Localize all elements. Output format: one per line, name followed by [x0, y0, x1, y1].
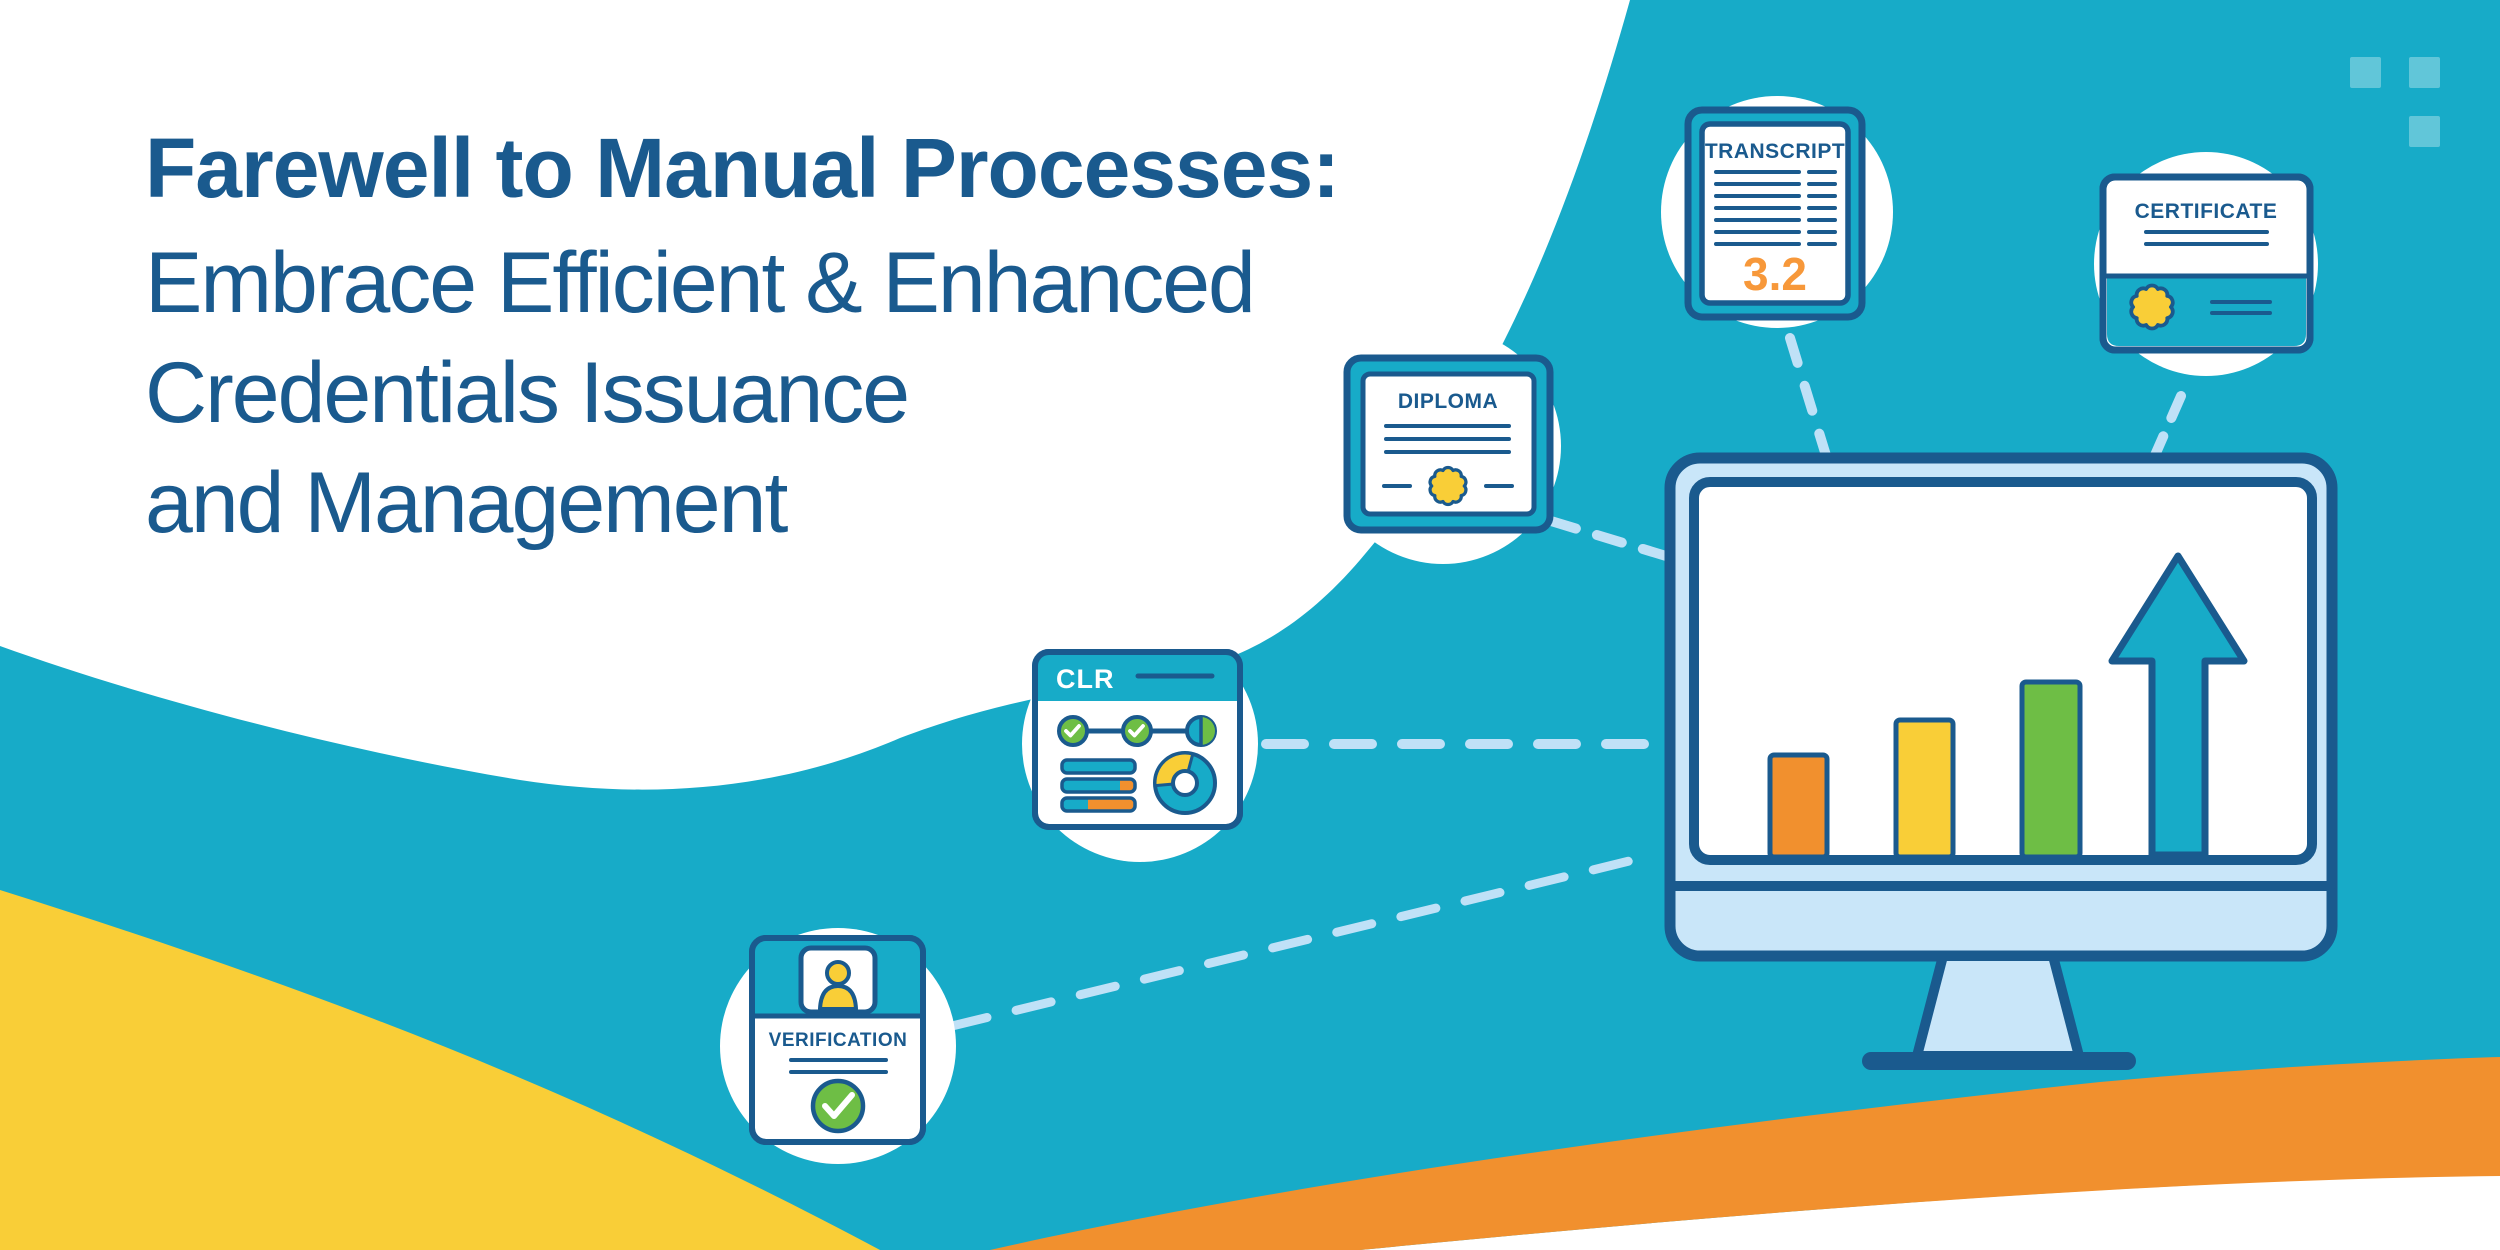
- background-white-corner: [1360, 1175, 2500, 1250]
- chart-bar-orange: [1767, 752, 1830, 860]
- verification-photo: [798, 945, 878, 1015]
- chart-bar-yellow: [1893, 717, 1956, 860]
- decor-square-icon: [2409, 116, 2440, 147]
- monitor-base: [1862, 1052, 2136, 1070]
- certificate-label: CERTIFICATE: [2135, 200, 2278, 223]
- headline-line1: Farewell to Manual Processes:: [145, 121, 1339, 215]
- transcript-gpa: 3.2: [1743, 248, 1807, 300]
- headline-line2: Embrace Efficient & Enhanced: [145, 235, 1254, 331]
- headline: Farewell to Manual Processes: Embrace Ef…: [145, 121, 1340, 551]
- monitor-stand: [1912, 951, 2084, 1061]
- verification-label: VERIFICATION: [769, 1030, 908, 1051]
- decor-square-icon: [2350, 57, 2381, 88]
- background-orange-wave: [990, 1057, 2500, 1250]
- headline-line3: Credentials Issuance: [145, 345, 908, 441]
- transcript-text-lines: [1714, 170, 1837, 246]
- clr-label: CLR: [1056, 664, 1115, 694]
- avatar: [825, 960, 851, 986]
- diploma-seal-icon: [1428, 465, 1468, 507]
- diploma-label: DIPLOMA: [1398, 390, 1498, 413]
- chart-bar-green: [2019, 679, 2083, 860]
- verified-check-icon: [810, 1078, 866, 1134]
- clr-timeline: [1057, 715, 1217, 747]
- clr-donut-chart: [1153, 751, 1217, 815]
- bar-chart: [1767, 552, 2248, 860]
- clr-progress-bars: [1060, 758, 1137, 813]
- background-yellow-wave: [0, 890, 880, 1250]
- transcript-icon: TRANSCRIPT 3.2: [1684, 106, 1866, 321]
- monitor: [1664, 452, 2338, 1070]
- connector-verification-monitor: [947, 851, 1655, 1031]
- decor-square-icon: [2409, 57, 2440, 88]
- transcript-label: TRANSCRIPT: [1705, 140, 1845, 163]
- clr-icon: CLR: [1032, 649, 1243, 830]
- verification-icon: VERIFICATION: [749, 935, 926, 1145]
- connector-certificate-monitor: [2147, 391, 2186, 467]
- certificate-seal-icon: [2129, 283, 2175, 331]
- headline-line4: and Management: [145, 455, 788, 551]
- background-white-blob: [0, 0, 1630, 790]
- decor-squares: [2350, 57, 2440, 147]
- certificate-icon: CERTIFICATE: [2099, 173, 2314, 354]
- connector-diploma-monitor: [1546, 516, 1671, 561]
- growth-arrow-icon: [2108, 552, 2248, 859]
- connector-transcript-monitor: [1785, 333, 1833, 467]
- diploma-icon: DIPLOMA: [1343, 354, 1554, 534]
- connectors: [947, 333, 2186, 1031]
